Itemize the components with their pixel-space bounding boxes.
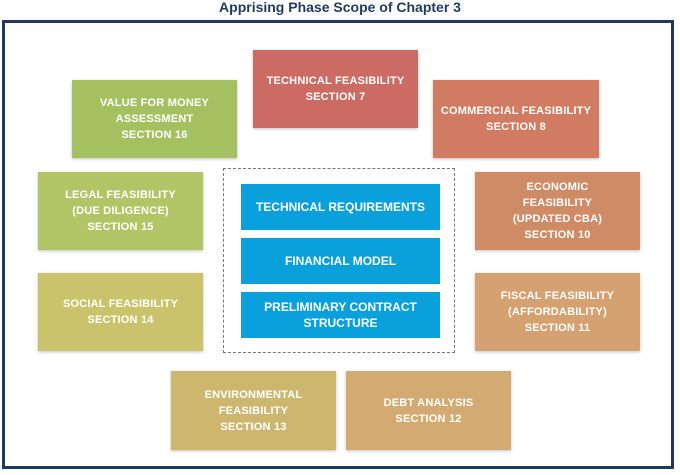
box-line: SECTION 8 [486,121,546,133]
box-line: LEGAL FEASIBILITY [65,189,176,201]
commercial-feasibility-box: COMMERCIAL FEASIBILITY SECTION 8 [433,80,599,158]
box-line: SECTION 14 [87,314,154,326]
box-line: SECTION 10 [524,229,591,241]
fiscal-feasibility-box: FISCAL FEASIBILITY (AFFORDABILITY) SECTI… [475,273,640,351]
technical-feasibility-box: TECHNICAL FEASIBILITY SECTION 7 [253,50,418,128]
box-line: ASSESSMENT [115,113,194,125]
box-label: FISCAL FEASIBILITY (AFFORDABILITY) SECTI… [501,288,614,336]
box-line: DEBT ANALYSIS [383,396,474,409]
box-line: (UPDATED CBA) [512,213,603,225]
diagram-title: Apprising Phase Scope of Chapter 3 [219,0,461,15]
box-label: ECONOMIC FEASIBILITY (UPDATED CBA) SECTI… [513,179,602,243]
environmental-feasibility-box: ENVIRONMENTAL FEASIBILITY SECTION 13 [171,371,336,450]
core-components-group [223,168,455,353]
box-label: FINANCIAL MODEL [285,253,396,269]
box-line: FINANCIAL MODEL [284,254,397,268]
box-line: COMMERCIAL FEASIBILITY [440,105,592,117]
box-line: VALUE FOR MONEY [99,97,210,109]
box-label: TECHNICAL REQUIREMENTS [256,199,425,215]
box-line: ENVIRONMENTAL [204,388,303,401]
box-line: SECTION 11 [524,322,591,334]
box-line: SOCIAL FEASIBILITY [62,298,179,310]
box-line: TECHNICAL FEASIBILITY [266,75,405,87]
preliminary-contract-box: PRELIMINARY CONTRACT STRUCTURE [241,292,440,338]
box-line: SECTION 16 [121,129,188,141]
financial-model-box: FINANCIAL MODEL [241,238,440,284]
economic-feasibility-box: ECONOMIC FEASIBILITY (UPDATED CBA) SECTI… [475,172,640,250]
box-line: SECTION 12 [395,412,462,425]
box-line: (AFFORDABILITY) [508,306,607,318]
box-label: PRELIMINARY CONTRACT STRUCTURE [264,299,417,331]
social-feasibility-box: SOCIAL FEASIBILITY SECTION 14 [38,273,203,351]
box-line: FISCAL FEASIBILITY [500,290,615,302]
box-label: VALUE FOR MONEY ASSESSMENT SECTION 16 [100,95,209,143]
technical-requirements-box: TECHNICAL REQUIREMENTS [241,184,440,230]
box-label: COMMERCIAL FEASIBILITY SECTION 8 [441,103,591,135]
box-line: ECONOMIC [526,181,589,193]
box-line: (DUE DILIGENCE) [72,205,169,217]
box-line: SECTION 13 [220,420,287,433]
box-line: PRELIMINARY CONTRACT [264,300,417,314]
box-line: STRUCTURE [303,316,378,330]
box-label: SOCIAL FEASIBILITY SECTION 14 [63,296,178,328]
box-label: DEBT ANALYSIS SECTION 12 [384,395,474,427]
legal-feasibility-box: LEGAL FEASIBILITY (DUE DILIGENCE) SECTIO… [38,172,203,250]
box-line: FEASIBILITY [218,404,289,417]
box-line: SECTION 7 [305,91,366,103]
box-label: ENVIRONMENTAL FEASIBILITY SECTION 13 [205,387,303,435]
box-line: SECTION 15 [87,221,154,233]
box-line: TECHNICAL REQUIREMENTS [255,200,426,214]
box-label: TECHNICAL FEASIBILITY SECTION 7 [267,73,405,105]
box-line: FEASIBILITY [522,197,593,209]
diagram-frame [2,20,674,469]
box-label: LEGAL FEASIBILITY (DUE DILIGENCE) SECTIO… [65,187,176,235]
value-for-money-box: VALUE FOR MONEY ASSESSMENT SECTION 16 [72,80,237,158]
debt-analysis-box: DEBT ANALYSIS SECTION 12 [346,371,511,450]
